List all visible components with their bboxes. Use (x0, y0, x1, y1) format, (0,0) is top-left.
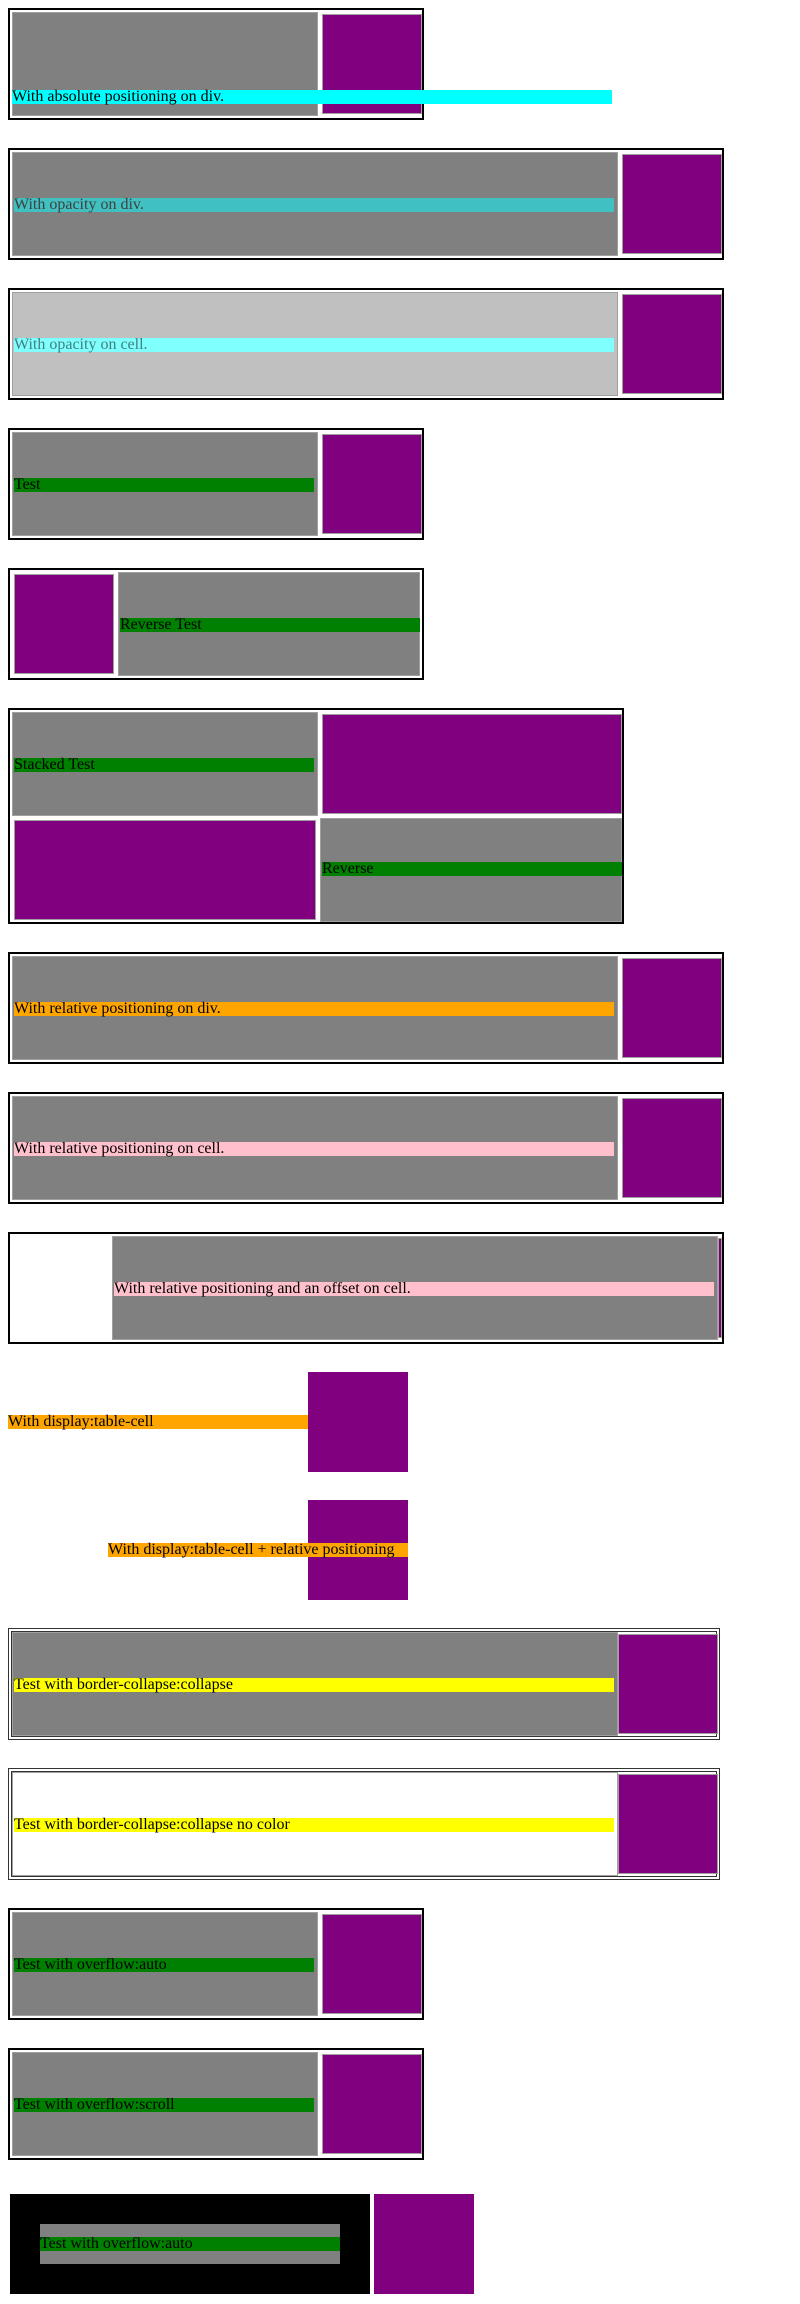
purple-box (618, 1774, 718, 1874)
relative-offset-label: With relative positioning and an offset … (114, 1281, 714, 1297)
purple-box (622, 1098, 722, 1198)
reverse-test-label: Reverse Test (120, 617, 420, 633)
overflow-scroll-label: Test with overflow:scroll (14, 2097, 314, 2113)
test-table-overflow-scroll: Test with overflow:scroll (8, 2048, 424, 2160)
purple-box (622, 294, 722, 394)
test-table-relative-offset: With relative positioning and an offset … (8, 1232, 724, 1344)
purple-box (622, 154, 722, 254)
opacity-cell-label: With opacity on cell. (14, 337, 614, 353)
purple-box (622, 958, 722, 1058)
table-cell-relative-label: With display:table-cell + relative posit… (108, 1542, 408, 1558)
purple-box (322, 434, 422, 534)
test-table-overflow-auto: Test with overflow:auto (8, 1908, 424, 2020)
purple-box (322, 1914, 422, 2014)
purple-box (618, 1634, 718, 1734)
purple-box (14, 574, 114, 674)
overflow-auto-label: Test with overflow:auto (14, 1957, 314, 1973)
test-table-border-collapse-nocolor: Test with border-collapse:collapse no co… (8, 1768, 720, 1880)
test-table-reverse: Reverse Test (8, 568, 424, 680)
purple-box (308, 1372, 408, 1472)
test-label: Test (14, 477, 314, 493)
purple-box (322, 2054, 422, 2154)
purple-box (374, 2194, 474, 2294)
relative-div-label: With relative positioning on div. (14, 1001, 614, 1017)
stacked-test-label: Stacked Test (14, 757, 314, 773)
test-table-basic: Test (8, 428, 424, 540)
opacity-div-label: With opacity on div. (14, 197, 614, 213)
test-table-stacked: Stacked Test Reverse (8, 708, 624, 924)
relative-cell-label: With relative positioning on cell. (14, 1141, 614, 1157)
border-collapse-nocolor-label: Test with border-collapse:collapse no co… (14, 1817, 614, 1833)
purple-box (322, 714, 622, 814)
absolute-positioning-label: With absolute positioning on div. (12, 89, 612, 105)
overflow-auto-black-label: Test with overflow:auto (40, 2236, 340, 2252)
border-collapse-label: Test with border-collapse:collapse (14, 1677, 614, 1693)
test-table-opacity-cell: With opacity on cell. (8, 288, 724, 400)
black-container: Test with overflow:auto (10, 2194, 370, 2294)
purple-box-clipped (718, 1238, 722, 1338)
table-cell-label: With display:table-cell (8, 1414, 308, 1430)
test-table-opacity-div: With opacity on div. (8, 148, 724, 260)
test-table-relative-cell: With relative positioning on cell. (8, 1092, 724, 1204)
purple-box-wide (14, 820, 316, 920)
test-table-border-collapse: Test with border-collapse:collapse (8, 1628, 720, 1740)
test-table-relative-div: With relative positioning on div. (8, 952, 724, 1064)
stacked-reverse-label: Reverse (322, 861, 622, 877)
